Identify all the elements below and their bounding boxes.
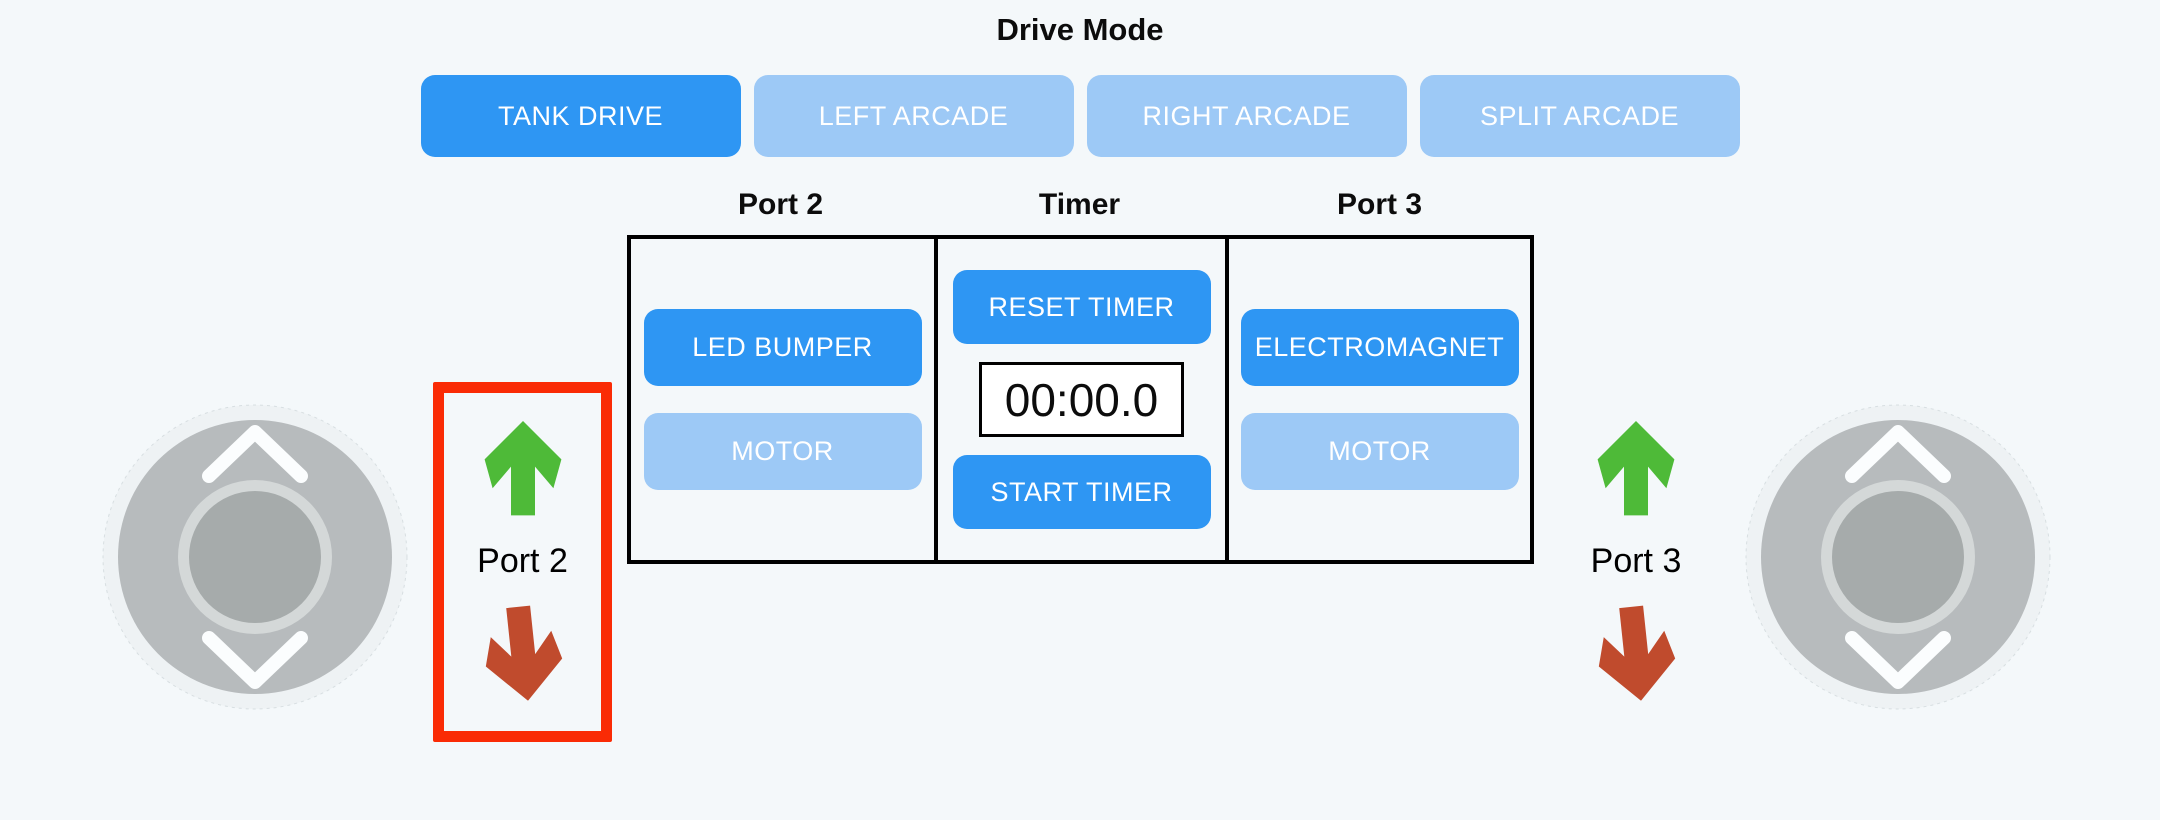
right-joystick[interactable] (1745, 404, 2051, 710)
drive-mode-right-arcade-button[interactable]: RIGHT ARCADE (1086, 75, 1407, 157)
panel-column-port3: ELECTROMAGNET MOTOR (1229, 239, 1530, 560)
port2-direction-group-highlight-box: Port 2 (433, 382, 612, 742)
port3-green-up-arrow-icon (1597, 421, 1675, 516)
drive-mode-split-arcade-button[interactable]: SPLIT ARCADE (1419, 75, 1740, 157)
reset-timer-button[interactable]: RESET TIMER (952, 270, 1211, 344)
port2-green-up-arrow-icon (484, 421, 561, 516)
left-joystick[interactable] (102, 404, 408, 710)
down-chevron-icon (202, 631, 308, 689)
column-header-port2: Port 2 (737, 188, 824, 221)
port3-side-label: Port 3 (1590, 541, 1682, 580)
column-header-port3: Port 3 (1336, 188, 1423, 221)
up-chevron-icon (202, 425, 308, 483)
drive-mode-title: Drive Mode (996, 12, 1164, 47)
port3-red-down-arrow-icon (1598, 605, 1676, 701)
panel-column-timer: RESET TIMER 00:00.0 START TIMER (938, 239, 1229, 560)
electromagnet-button[interactable]: ELECTROMAGNET (1240, 309, 1519, 386)
start-timer-button[interactable]: START TIMER (952, 455, 1211, 529)
left-joystick-graphic (102, 404, 408, 710)
column-header-timer: Timer (1038, 188, 1121, 221)
led-bumper-button[interactable]: LED BUMPER (643, 309, 922, 386)
control-panel: LED BUMPER MOTOR RESET TIMER 00:00.0 STA… (627, 235, 1534, 564)
port3-direction-group: Port 3 (1576, 393, 1696, 731)
drive-mode-button-group: TANK DRIVE LEFT ARCADE RIGHT ARCADE SPLI… (0, 75, 2160, 157)
down-chevron-icon (1845, 631, 1951, 689)
port2-side-label: Port 2 (477, 541, 568, 580)
right-joystick-graphic (1745, 404, 2051, 710)
panel-headers: Port 2 Timer Port 3 (627, 188, 1534, 222)
timer-display: 00:00.0 (979, 362, 1184, 437)
up-chevron-icon (1845, 425, 1951, 483)
panel-column-port2: LED BUMPER MOTOR (631, 239, 938, 560)
port2-red-down-arrow-icon (485, 605, 562, 701)
port2-motor-button[interactable]: MOTOR (643, 413, 922, 490)
port3-motor-button[interactable]: MOTOR (1240, 413, 1519, 490)
drive-mode-tank-drive-button[interactable]: TANK DRIVE (420, 75, 741, 157)
drive-mode-left-arcade-button[interactable]: LEFT ARCADE (753, 75, 1074, 157)
